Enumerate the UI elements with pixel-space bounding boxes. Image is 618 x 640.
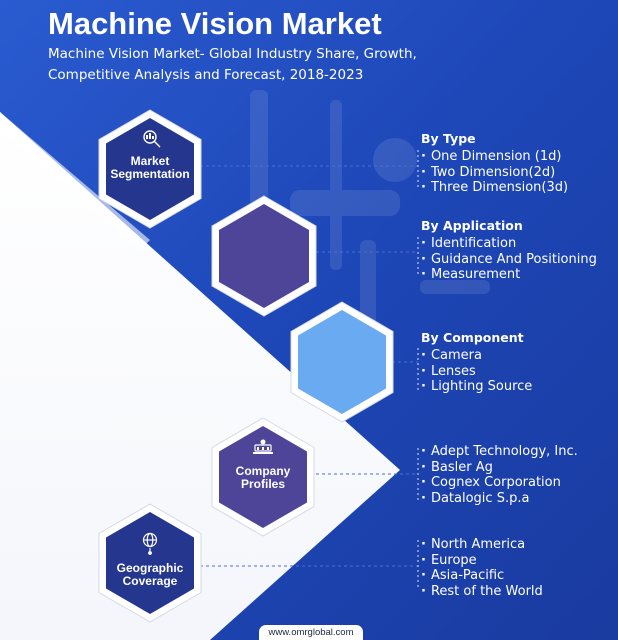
list-item: Rest of the World [421, 584, 543, 600]
region-list-group: North America Europe Asia-Pacific Rest o… [421, 537, 543, 599]
page-title: Machine Vision Market [48, 6, 382, 41]
footer-url-tab: www.omrglobal.com [259, 625, 363, 640]
globe-pin-icon [142, 532, 158, 555]
list-item: Guidance And Positioning [421, 252, 597, 268]
list-item: One Dimension (1d) [421, 149, 568, 165]
subtitle-line-1: Machine Vision Market- Global Industry S… [48, 46, 417, 62]
list-item: Lighting Source [421, 379, 532, 395]
list-item: Adept Technology, Inc. [421, 444, 578, 460]
list-item: Basler Ag [421, 460, 578, 476]
connector-lines [200, 165, 418, 567]
hexagon-application [211, 195, 317, 317]
list-item: North America [421, 537, 543, 553]
market-segmentation-label: Market Segmentation [106, 155, 194, 181]
geographic-coverage-line-1: Geographic [116, 561, 184, 575]
market-segmentation-line-1: Market [130, 154, 170, 168]
list-item: Cognex Corporation [421, 475, 578, 491]
list-item: Asia-Pacific [421, 568, 543, 584]
company-profiles-label: Company Profiles [219, 465, 307, 491]
magnifier-chart-icon [143, 130, 161, 148]
hexagon-component [290, 301, 394, 423]
list-item: Three Dimension(3d) [421, 180, 568, 196]
by-application-group: By Application Identification Guidance A… [421, 218, 597, 283]
geographic-coverage-label: Geographic Coverage [106, 562, 194, 588]
market-segmentation-line-2: Segmentation [110, 167, 190, 181]
by-type-title: By Type [421, 131, 476, 146]
hexagon-company-profiles [211, 417, 315, 537]
footer-url: www.omrglobal.com [268, 627, 354, 638]
by-application-title: By Application [421, 218, 523, 233]
list-item: Two Dimension(2d) [421, 165, 568, 181]
company-profiles-line-2: Profiles [240, 477, 285, 491]
list-item: Europe [421, 553, 543, 569]
list-item: Measurement [421, 267, 597, 283]
by-component-group: By Component Camera Lenses Lighting Sour… [421, 330, 532, 395]
hexagon-geographic-coverage [98, 503, 202, 623]
by-type-group: By Type One Dimension (1d) Two Dimension… [421, 131, 568, 196]
list-item: Lenses [421, 364, 532, 380]
subtitle-line-2: Competitive Analysis and Forecast, 2018-… [48, 67, 364, 83]
company-profiles-line-1: Company [235, 464, 291, 478]
company-list-group: Adept Technology, Inc. Basler Ag Cognex … [421, 444, 578, 506]
geographic-coverage-line-2: Coverage [122, 574, 178, 588]
list-item: Datalogic S.p.a [421, 491, 578, 507]
list-item: Identification [421, 236, 597, 252]
hexagon-market-segmentation [98, 109, 202, 229]
by-component-title: By Component [421, 330, 524, 345]
page-subtitle: Machine Vision Market- Global Industry S… [48, 44, 417, 86]
list-item: Camera [421, 348, 532, 364]
building-icon [253, 439, 273, 454]
